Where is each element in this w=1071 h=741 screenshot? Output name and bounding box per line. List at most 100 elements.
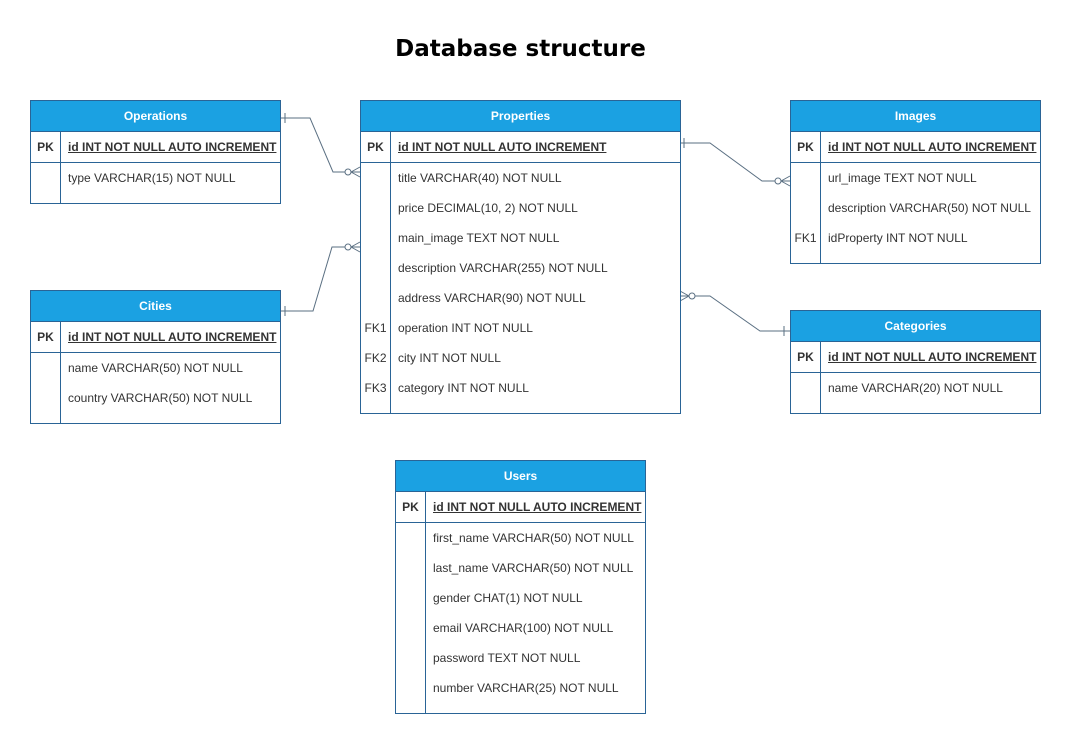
table-header: Properties <box>361 101 680 132</box>
column-row: last_name VARCHAR(50) NOT NULL <box>396 553 645 583</box>
key-label <box>31 353 61 383</box>
field-label: name VARCHAR(50) NOT NULL <box>68 361 243 375</box>
key-label: FK2 <box>361 343 391 373</box>
field-label: id INT NOT NULL AUTO INCREMENT <box>433 500 642 514</box>
field-label: first_name VARCHAR(50) NOT NULL <box>433 531 634 545</box>
key-label <box>361 193 391 223</box>
key-column-divider <box>396 703 426 713</box>
field-label: category INT NOT NULL <box>398 381 529 395</box>
field-label: id INT NOT NULL AUTO INCREMENT <box>68 140 277 154</box>
table-operations: Operations PK id INT NOT NULL AUTO INCRE… <box>30 100 281 204</box>
key-label: PK <box>791 342 821 372</box>
table-padding <box>31 413 280 423</box>
key-column-divider <box>361 403 391 413</box>
field-label: title VARCHAR(40) NOT NULL <box>398 171 562 185</box>
key-label: PK <box>361 132 391 162</box>
primary-key-row: PK id INT NOT NULL AUTO INCREMENT <box>396 492 645 523</box>
field-label: city INT NOT NULL <box>398 351 501 365</box>
primary-key-row: PK id INT NOT NULL AUTO INCREMENT <box>31 132 280 163</box>
column-row: FK3 category INT NOT NULL <box>361 373 680 403</box>
key-label <box>396 583 426 613</box>
key-label: PK <box>31 322 61 352</box>
connector-operations-properties <box>281 113 361 178</box>
table-properties: Properties PK id INT NOT NULL AUTO INCRE… <box>360 100 681 414</box>
column-row: type VARCHAR(15) NOT NULL <box>31 163 280 193</box>
column-row: number VARCHAR(25) NOT NULL <box>396 673 645 703</box>
column-row: password TEXT NOT NULL <box>396 643 645 673</box>
connector-properties-images <box>680 138 791 187</box>
key-label <box>396 613 426 643</box>
column-row: description VARCHAR(50) NOT NULL <box>791 193 1040 223</box>
field-label: last_name VARCHAR(50) NOT NULL <box>433 561 634 575</box>
connector-properties-categories <box>679 290 790 336</box>
key-label <box>31 383 61 413</box>
field-label: email VARCHAR(100) NOT NULL <box>433 621 614 635</box>
field-label: gender CHAT(1) NOT NULL <box>433 591 583 605</box>
field-label: description VARCHAR(255) NOT NULL <box>398 261 608 275</box>
field-label: password TEXT NOT NULL <box>433 651 581 665</box>
table-header: Users <box>396 461 645 492</box>
column-row: FK1 operation INT NOT NULL <box>361 313 680 343</box>
field-label: type VARCHAR(15) NOT NULL <box>68 171 236 185</box>
primary-key-row: PK id INT NOT NULL AUTO INCREMENT <box>361 132 680 163</box>
field-label: idProperty INT NOT NULL <box>828 231 968 245</box>
table-images: Images PK id INT NOT NULL AUTO INCREMENT… <box>790 100 1041 264</box>
connector-cities-properties <box>281 241 361 316</box>
column-row: first_name VARCHAR(50) NOT NULL <box>396 523 645 553</box>
key-label: FK3 <box>361 373 391 403</box>
table-padding <box>396 703 645 713</box>
field-label: id INT NOT NULL AUTO INCREMENT <box>828 140 1037 154</box>
table-cities: Cities PK id INT NOT NULL AUTO INCREMENT… <box>30 290 281 424</box>
key-label <box>361 163 391 193</box>
primary-key-row: PK id INT NOT NULL AUTO INCREMENT <box>31 322 280 353</box>
field-label: main_image TEXT NOT NULL <box>398 231 560 245</box>
key-label: PK <box>396 492 426 522</box>
field-label: country VARCHAR(50) NOT NULL <box>68 391 253 405</box>
key-label: PK <box>791 132 821 162</box>
column-row: name VARCHAR(20) NOT NULL <box>791 373 1040 403</box>
field-label: id INT NOT NULL AUTO INCREMENT <box>828 350 1037 364</box>
field-label: id INT NOT NULL AUTO INCREMENT <box>398 140 607 154</box>
table-padding <box>361 403 680 413</box>
key-label <box>361 283 391 313</box>
table-categories: Categories PK id INT NOT NULL AUTO INCRE… <box>790 310 1041 414</box>
field-label: price DECIMAL(10, 2) NOT NULL <box>398 201 578 215</box>
key-label: PK <box>31 132 61 162</box>
field-label: url_image TEXT NOT NULL <box>828 171 977 185</box>
table-padding <box>31 193 280 203</box>
key-label <box>361 223 391 253</box>
key-label <box>396 553 426 583</box>
primary-key-row: PK id INT NOT NULL AUTO INCREMENT <box>791 132 1040 163</box>
column-row: name VARCHAR(50) NOT NULL <box>31 353 280 383</box>
diagram-title: Database structure <box>395 36 646 62</box>
column-row: email VARCHAR(100) NOT NULL <box>396 613 645 643</box>
key-label <box>396 523 426 553</box>
field-label: address VARCHAR(90) NOT NULL <box>398 291 586 305</box>
table-users: Users PK id INT NOT NULL AUTO INCREMENT … <box>395 460 646 714</box>
column-row: price DECIMAL(10, 2) NOT NULL <box>361 193 680 223</box>
field-label: operation INT NOT NULL <box>398 321 533 335</box>
primary-key-row: PK id INT NOT NULL AUTO INCREMENT <box>791 342 1040 373</box>
table-padding <box>791 403 1040 413</box>
field-label: number VARCHAR(25) NOT NULL <box>433 681 619 695</box>
key-label: FK1 <box>791 223 821 253</box>
table-header: Categories <box>791 311 1040 342</box>
key-label <box>791 193 821 223</box>
key-label <box>396 643 426 673</box>
column-row: title VARCHAR(40) NOT NULL <box>361 163 680 193</box>
table-header: Cities <box>31 291 280 322</box>
field-label: name VARCHAR(20) NOT NULL <box>828 381 1003 395</box>
column-row: description VARCHAR(255) NOT NULL <box>361 253 680 283</box>
column-row: url_image TEXT NOT NULL <box>791 163 1040 193</box>
key-label <box>31 163 61 193</box>
key-label <box>791 373 821 403</box>
table-header: Images <box>791 101 1040 132</box>
column-row: gender CHAT(1) NOT NULL <box>396 583 645 613</box>
key-label <box>361 253 391 283</box>
column-row: FK1 idProperty INT NOT NULL <box>791 223 1040 253</box>
column-row: main_image TEXT NOT NULL <box>361 223 680 253</box>
key-label: FK1 <box>361 313 391 343</box>
key-column-divider <box>31 413 61 423</box>
table-header: Operations <box>31 101 280 132</box>
key-label <box>791 163 821 193</box>
